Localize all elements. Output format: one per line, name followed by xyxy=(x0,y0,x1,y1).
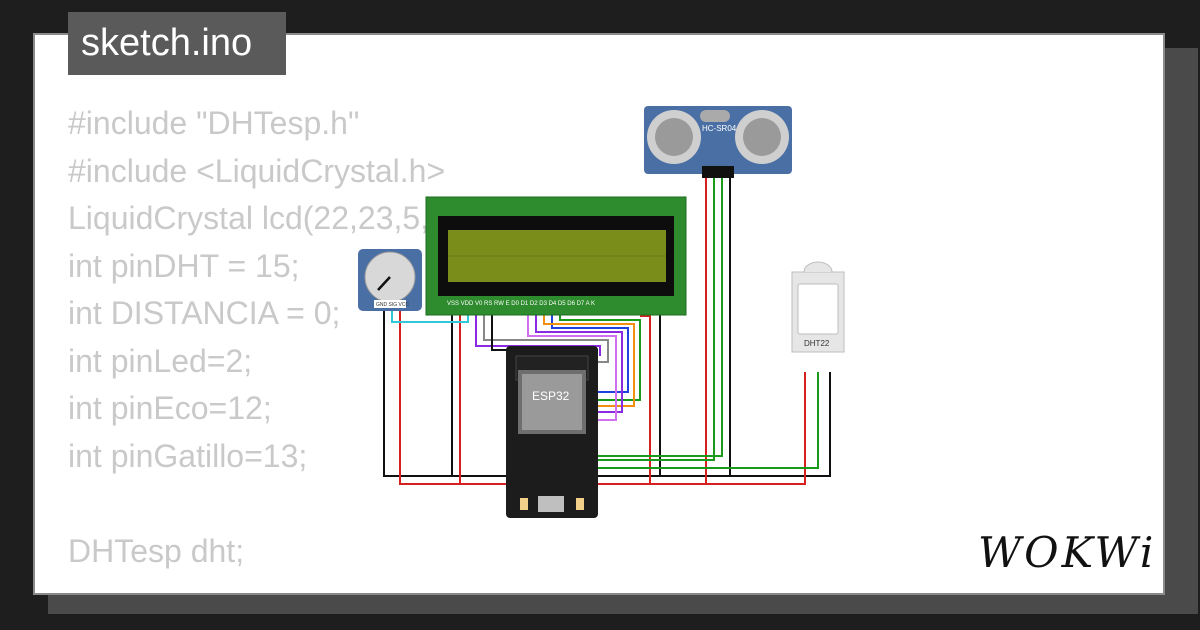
esp32-board: ESP32 xyxy=(506,346,598,518)
wire-vcc-4 xyxy=(640,315,651,484)
wire-dht xyxy=(512,372,819,469)
wire-d7 xyxy=(527,310,617,421)
file-tab[interactable]: sketch.ino xyxy=(68,12,286,75)
code-line-4: int pinDHT = 15; xyxy=(68,247,300,284)
code-line-3: LiquidCrystal lcd(22,23,5, xyxy=(68,200,430,236)
code-line-5: int DISTANCIA = 0; xyxy=(68,295,341,331)
ultrasonic-label: HC-SR04 xyxy=(702,124,737,133)
wire-vcc xyxy=(399,310,806,485)
dht22-sensor: DHT22 xyxy=(791,261,845,353)
potentiometer: GND SIG VCC xyxy=(358,249,422,311)
code-line-1: #include "DHTesp.h" xyxy=(68,105,360,141)
code-line-6: int pinLed=2; xyxy=(68,342,253,379)
code-line-8: int pinGatillo=13; xyxy=(68,437,308,474)
code-line-2: #include <LiquidCrystal.h> xyxy=(68,152,446,189)
wire-rs xyxy=(483,310,609,363)
pot-pin-labels: GND SIG VCC xyxy=(376,302,409,308)
wire-gnd-4 xyxy=(645,311,661,476)
wire-d4 xyxy=(551,310,629,393)
code-line-10: DHTesp dht; xyxy=(68,532,245,569)
wokwi-logo: WOKWi xyxy=(978,528,1157,577)
wire-gnd xyxy=(383,310,831,477)
wire-pot xyxy=(391,310,469,323)
lcd-display: VSS VDD V0 RS RW E D0 D1 D2 D3 D4 D5 D6 … xyxy=(425,196,687,316)
lcd-pin-labels: VSS VDD V0 RS RW E D0 D1 D2 D3 D4 D5 D6 … xyxy=(447,301,595,307)
code-line-7: int pinEco=12; xyxy=(68,390,272,426)
ultrasonic-sensor: HC-SR04 xyxy=(644,106,792,178)
wires xyxy=(383,175,831,485)
dht-label: DHT22 xyxy=(804,339,830,348)
wire-lcd-g xyxy=(559,310,641,401)
wire-d6 xyxy=(535,310,623,413)
code-preview: #include "DHTesp.h" #include <LiquidCryst… xyxy=(68,100,445,575)
esp32-label: ESP32 xyxy=(532,389,570,403)
